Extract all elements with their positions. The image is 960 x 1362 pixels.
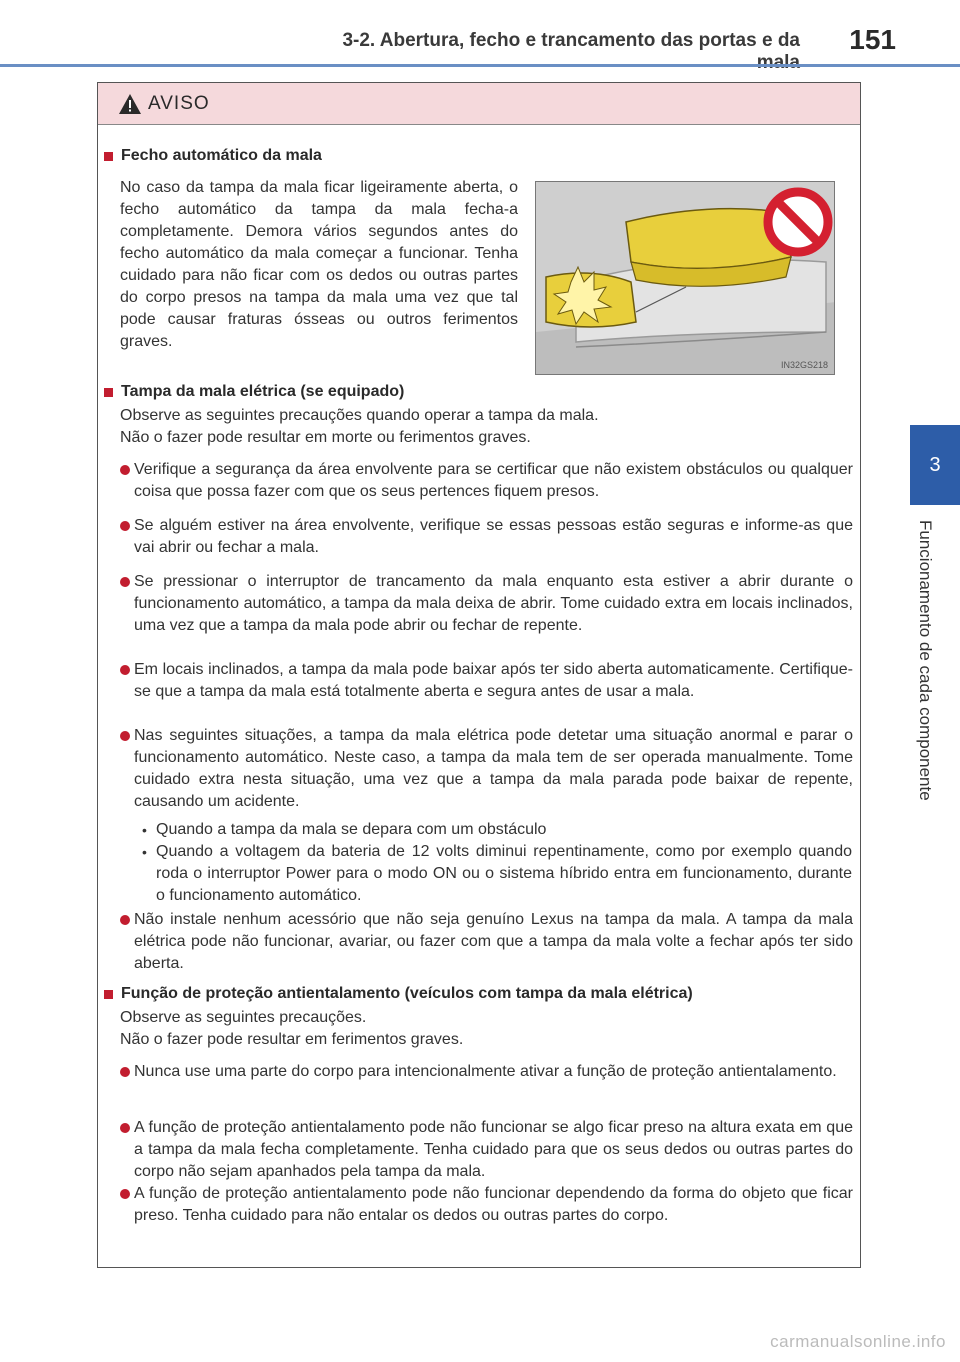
bullet-marker bbox=[120, 577, 130, 587]
list-item: A função de proteção antientalamento pod… bbox=[120, 1117, 853, 1183]
trunk-illustration-graphic bbox=[536, 182, 834, 374]
list-item-text: Nas seguintes situações, a tampa da mala… bbox=[134, 727, 853, 810]
list-item: Em locais inclinados, a tampa da mala po… bbox=[120, 659, 853, 703]
sub-list-item: • Quando a tampa da mala se depara com u… bbox=[142, 819, 852, 841]
sub-list-item: • Quando a voltagem da bateria de 12 vol… bbox=[142, 841, 852, 907]
list-item: Nunca use uma parte do corpo para intenc… bbox=[120, 1061, 853, 1083]
list-item-text: Se alguém estiver na área envolvente, ve… bbox=[134, 517, 853, 556]
list-item-text: Não instale nenhum acessório que não sej… bbox=[134, 911, 853, 972]
chapter-tab[interactable]: 3 bbox=[910, 425, 960, 505]
list-item-text: Em locais inclinados, a tampa da mala po… bbox=[134, 661, 853, 700]
sub-list-item-text: Quando a voltagem da bateria de 12 volts… bbox=[156, 843, 852, 904]
bullet-marker bbox=[120, 465, 130, 475]
list-item: Verifique a segurança da área envolvente… bbox=[120, 459, 853, 503]
list-item: Nas seguintes situações, a tampa da mala… bbox=[120, 725, 853, 813]
anti-pinch-intro-1: Observe as seguintes precauções. bbox=[120, 1009, 367, 1026]
section-title-anti-pinch: Função de proteção antientalamento (veíc… bbox=[104, 985, 693, 1003]
bullet-marker bbox=[120, 1189, 130, 1199]
list-item: A função de proteção antientalamento pod… bbox=[120, 1183, 853, 1227]
bullet-marker bbox=[120, 665, 130, 675]
bullet-marker bbox=[120, 915, 130, 925]
section-title-text: Função de proteção antientalamento (veíc… bbox=[121, 985, 693, 1002]
power-trunk-intro-1: Observe as seguintes precauções quando o… bbox=[120, 407, 599, 424]
warning-label: AVISO bbox=[148, 92, 210, 114]
page-number: 151 bbox=[849, 24, 896, 55]
header-rule bbox=[0, 64, 960, 67]
list-item-text: Verifique a segurança da área envolvente… bbox=[134, 461, 853, 500]
list-item-text: Se pressionar o interruptor de trancamen… bbox=[134, 573, 853, 634]
warning-triangle-icon bbox=[119, 93, 141, 114]
section-marker bbox=[104, 989, 113, 999]
trunk-closing-illustration: IN32GS218 bbox=[535, 181, 835, 375]
sub-bullet-marker: • bbox=[142, 844, 147, 860]
list-item-text: A função de proteção antientalamento pod… bbox=[134, 1185, 853, 1224]
bullet-marker bbox=[120, 1067, 130, 1077]
list-item-text: Nunca use uma parte do corpo para intenc… bbox=[134, 1063, 837, 1080]
header-title: 3-2. Abertura, fecho e trancamento das p… bbox=[342, 30, 800, 73]
warning-content: Fecho automático da mala No caso da tamp… bbox=[98, 125, 860, 1267]
list-item: Se alguém estiver na área envolvente, ve… bbox=[120, 515, 853, 559]
anti-pinch-intro-2: Não o fazer pode resultar em ferimentos … bbox=[120, 1031, 464, 1048]
chapter-label: Funcionamento de cada componente bbox=[916, 520, 935, 801]
watermark: carmanualsonline.info bbox=[770, 1332, 946, 1351]
sub-list-item-text: Quando a tampa da mala se depara com um … bbox=[156, 821, 547, 838]
list-item: Se pressionar o interruptor de trancamen… bbox=[120, 571, 853, 637]
sub-bullet-marker: • bbox=[142, 822, 147, 838]
warning-box: AVISO Fecho automático da mala No caso d… bbox=[97, 82, 861, 1268]
figure-code: IN32GS218 bbox=[780, 360, 828, 370]
power-trunk-intro-2: Não o fazer pode resultar em morte ou fe… bbox=[120, 429, 531, 446]
warning-header: AVISO bbox=[98, 83, 860, 125]
section-marker bbox=[104, 151, 113, 161]
list-item: Não instale nenhum acessório que não sej… bbox=[120, 909, 853, 975]
section-title-text: Tampa da mala elétrica (se equipado) bbox=[121, 383, 405, 400]
section-title-text: Fecho automático da mala bbox=[121, 147, 322, 164]
bullet-marker bbox=[120, 521, 130, 531]
bullet-marker bbox=[120, 1123, 130, 1133]
bullet-marker bbox=[120, 731, 130, 741]
section-title-power-trunk: Tampa da mala elétrica (se equipado) bbox=[104, 383, 404, 401]
auto-close-text: No caso da tampa da mala ficar ligeirame… bbox=[120, 179, 518, 350]
section-marker bbox=[104, 387, 113, 397]
list-item-text: A função de proteção antientalamento pod… bbox=[134, 1119, 853, 1180]
section-title-auto-close: Fecho automático da mala bbox=[104, 147, 322, 165]
